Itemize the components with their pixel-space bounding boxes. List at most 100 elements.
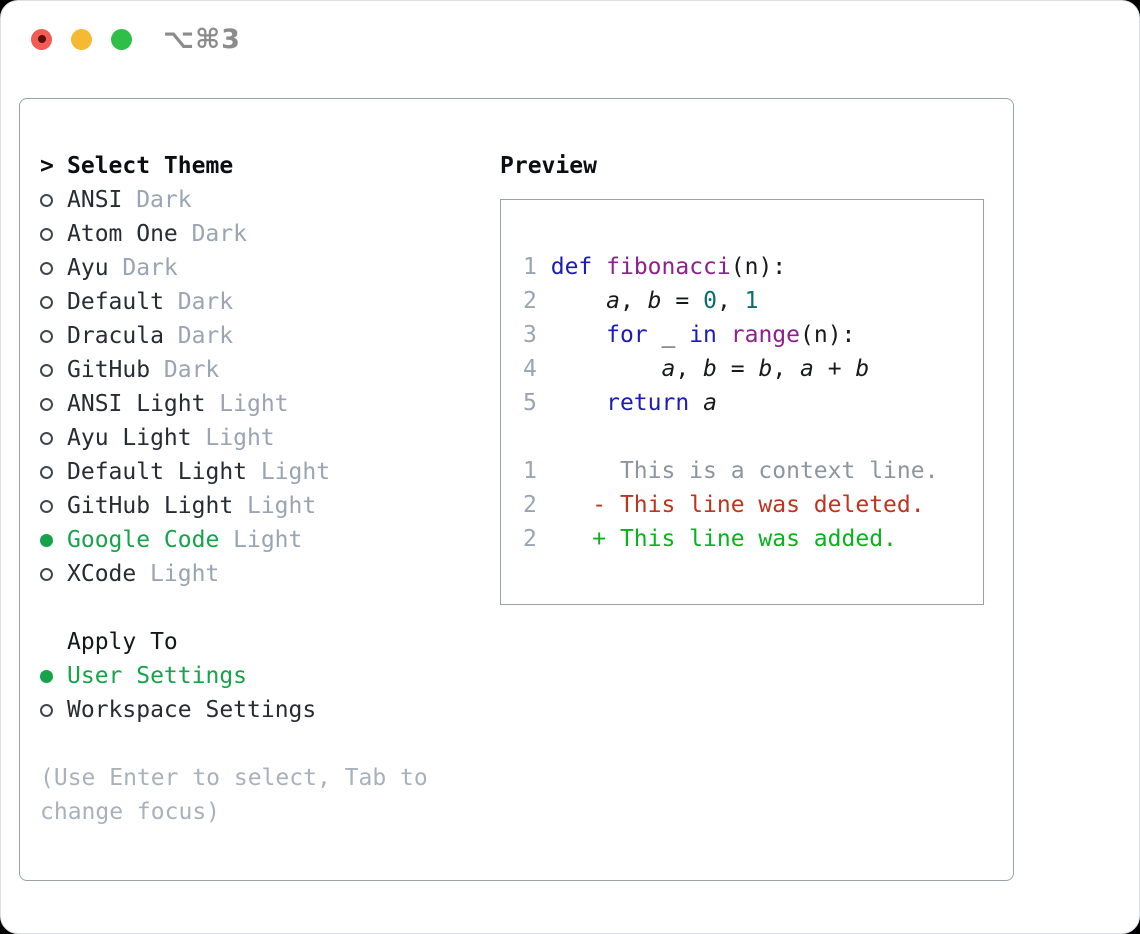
radio-cell bbox=[40, 465, 67, 479]
code-line: 3 for _ in range(n): bbox=[523, 318, 983, 352]
option-variant: Light bbox=[205, 425, 275, 451]
code-token bbox=[537, 322, 606, 348]
code-token bbox=[592, 254, 606, 280]
code-token: + This line was added. bbox=[536, 526, 897, 552]
theme-option-row[interactable]: Dracula Dark bbox=[40, 319, 495, 353]
code-token: , bbox=[675, 356, 704, 382]
option-variant: Dark bbox=[177, 289, 234, 315]
code-token: 0 bbox=[703, 288, 717, 314]
diff-line: 2 + This line was added. bbox=[523, 522, 983, 556]
radio-icon bbox=[40, 261, 53, 275]
radio-cell bbox=[40, 227, 67, 241]
diff-line: 2 - This line was deleted. bbox=[523, 488, 983, 522]
traffic-lights bbox=[31, 28, 132, 50]
radio-icon bbox=[40, 465, 53, 479]
theme-option-row[interactable]: GitHub Dark bbox=[40, 353, 495, 387]
option-variant: Dark bbox=[177, 323, 234, 349]
code-token: , bbox=[619, 288, 648, 314]
option-variant: Light bbox=[233, 527, 303, 553]
code-token: (n): bbox=[730, 254, 787, 280]
code-token bbox=[537, 254, 551, 280]
code-token: a bbox=[703, 390, 717, 416]
option-variant: Dark bbox=[191, 221, 247, 247]
radio-icon bbox=[40, 363, 53, 377]
option-name: Google Code bbox=[67, 527, 220, 553]
zoom-button[interactable] bbox=[111, 28, 132, 50]
code-token bbox=[717, 322, 731, 348]
radio-icon bbox=[40, 397, 53, 411]
prompt-icon: > bbox=[40, 153, 54, 179]
radio-cell bbox=[40, 499, 67, 513]
code-token: in bbox=[689, 322, 717, 348]
radio-icon bbox=[40, 669, 53, 683]
apply-target-row[interactable]: User Settings bbox=[40, 659, 495, 693]
code-token bbox=[689, 390, 703, 416]
code-token: range bbox=[730, 322, 801, 348]
radio-icon bbox=[40, 329, 53, 343]
option-name: XCode bbox=[67, 561, 137, 587]
apply-to-header-row: Apply To bbox=[40, 625, 495, 659]
preview-header-row: Preview bbox=[500, 149, 984, 183]
code-token: for bbox=[606, 322, 648, 348]
option-name: Atom One bbox=[67, 221, 178, 247]
option-name: Dracula bbox=[67, 323, 164, 349]
theme-option-row[interactable]: Google Code Light bbox=[40, 523, 495, 557]
option-variant: Dark bbox=[163, 357, 220, 383]
select-theme-header-row: > Select Theme bbox=[40, 149, 495, 183]
option-name: Ayu bbox=[67, 255, 109, 281]
radio-cell bbox=[40, 329, 67, 343]
radio-cell bbox=[40, 397, 67, 411]
code-token: fibonacci bbox=[606, 254, 731, 280]
option-variant: Light bbox=[260, 459, 331, 485]
minimize-button[interactable] bbox=[71, 28, 92, 50]
theme-option-row[interactable]: Atom One Dark bbox=[40, 217, 495, 251]
keyboard-hint: (Use Enter to select, Tab to change focu… bbox=[40, 765, 428, 825]
option-name: User Settings bbox=[67, 663, 248, 689]
radio-cell bbox=[40, 363, 67, 377]
radio-icon bbox=[40, 431, 53, 445]
option-name: ANSI Light bbox=[67, 391, 206, 417]
close-button[interactable] bbox=[31, 28, 52, 50]
apply-target-row[interactable]: Workspace Settings bbox=[40, 693, 495, 727]
radio-icon bbox=[40, 533, 53, 547]
code-line: 5 return a bbox=[523, 386, 983, 420]
spacer bbox=[40, 591, 495, 625]
option-variant: Light bbox=[246, 493, 317, 519]
option-name: Default bbox=[67, 289, 164, 315]
select-theme-title: Select Theme bbox=[67, 153, 234, 179]
code-token bbox=[537, 288, 606, 314]
radio-cell bbox=[40, 193, 67, 207]
code-line: 1 def fibonacci(n): bbox=[523, 250, 983, 284]
radio-cell bbox=[40, 567, 67, 581]
radio-cell bbox=[40, 261, 67, 275]
option-name: GitHub bbox=[67, 357, 151, 383]
option-variant: Dark bbox=[136, 187, 192, 213]
code-token: b bbox=[758, 356, 773, 382]
radio-icon bbox=[40, 703, 53, 717]
code-token: b bbox=[703, 356, 717, 382]
titlebar: ⌥⌘3 bbox=[1, 1, 1139, 77]
option-name: Workspace Settings bbox=[67, 697, 317, 723]
line-number: 3 bbox=[523, 322, 537, 348]
radio-cell bbox=[40, 295, 67, 309]
line-number: 2 bbox=[523, 288, 537, 314]
theme-option-row[interactable]: Default Dark bbox=[40, 285, 495, 319]
code-token: This is a context line. bbox=[536, 458, 939, 484]
code-token: _ bbox=[647, 322, 690, 348]
line-number: 2 bbox=[523, 492, 537, 518]
window-shortcut-label: ⌥⌘3 bbox=[163, 23, 241, 55]
code-token: a bbox=[606, 288, 620, 314]
radio-icon bbox=[40, 567, 53, 581]
diff-line: 1 This is a context line. bbox=[523, 454, 983, 488]
